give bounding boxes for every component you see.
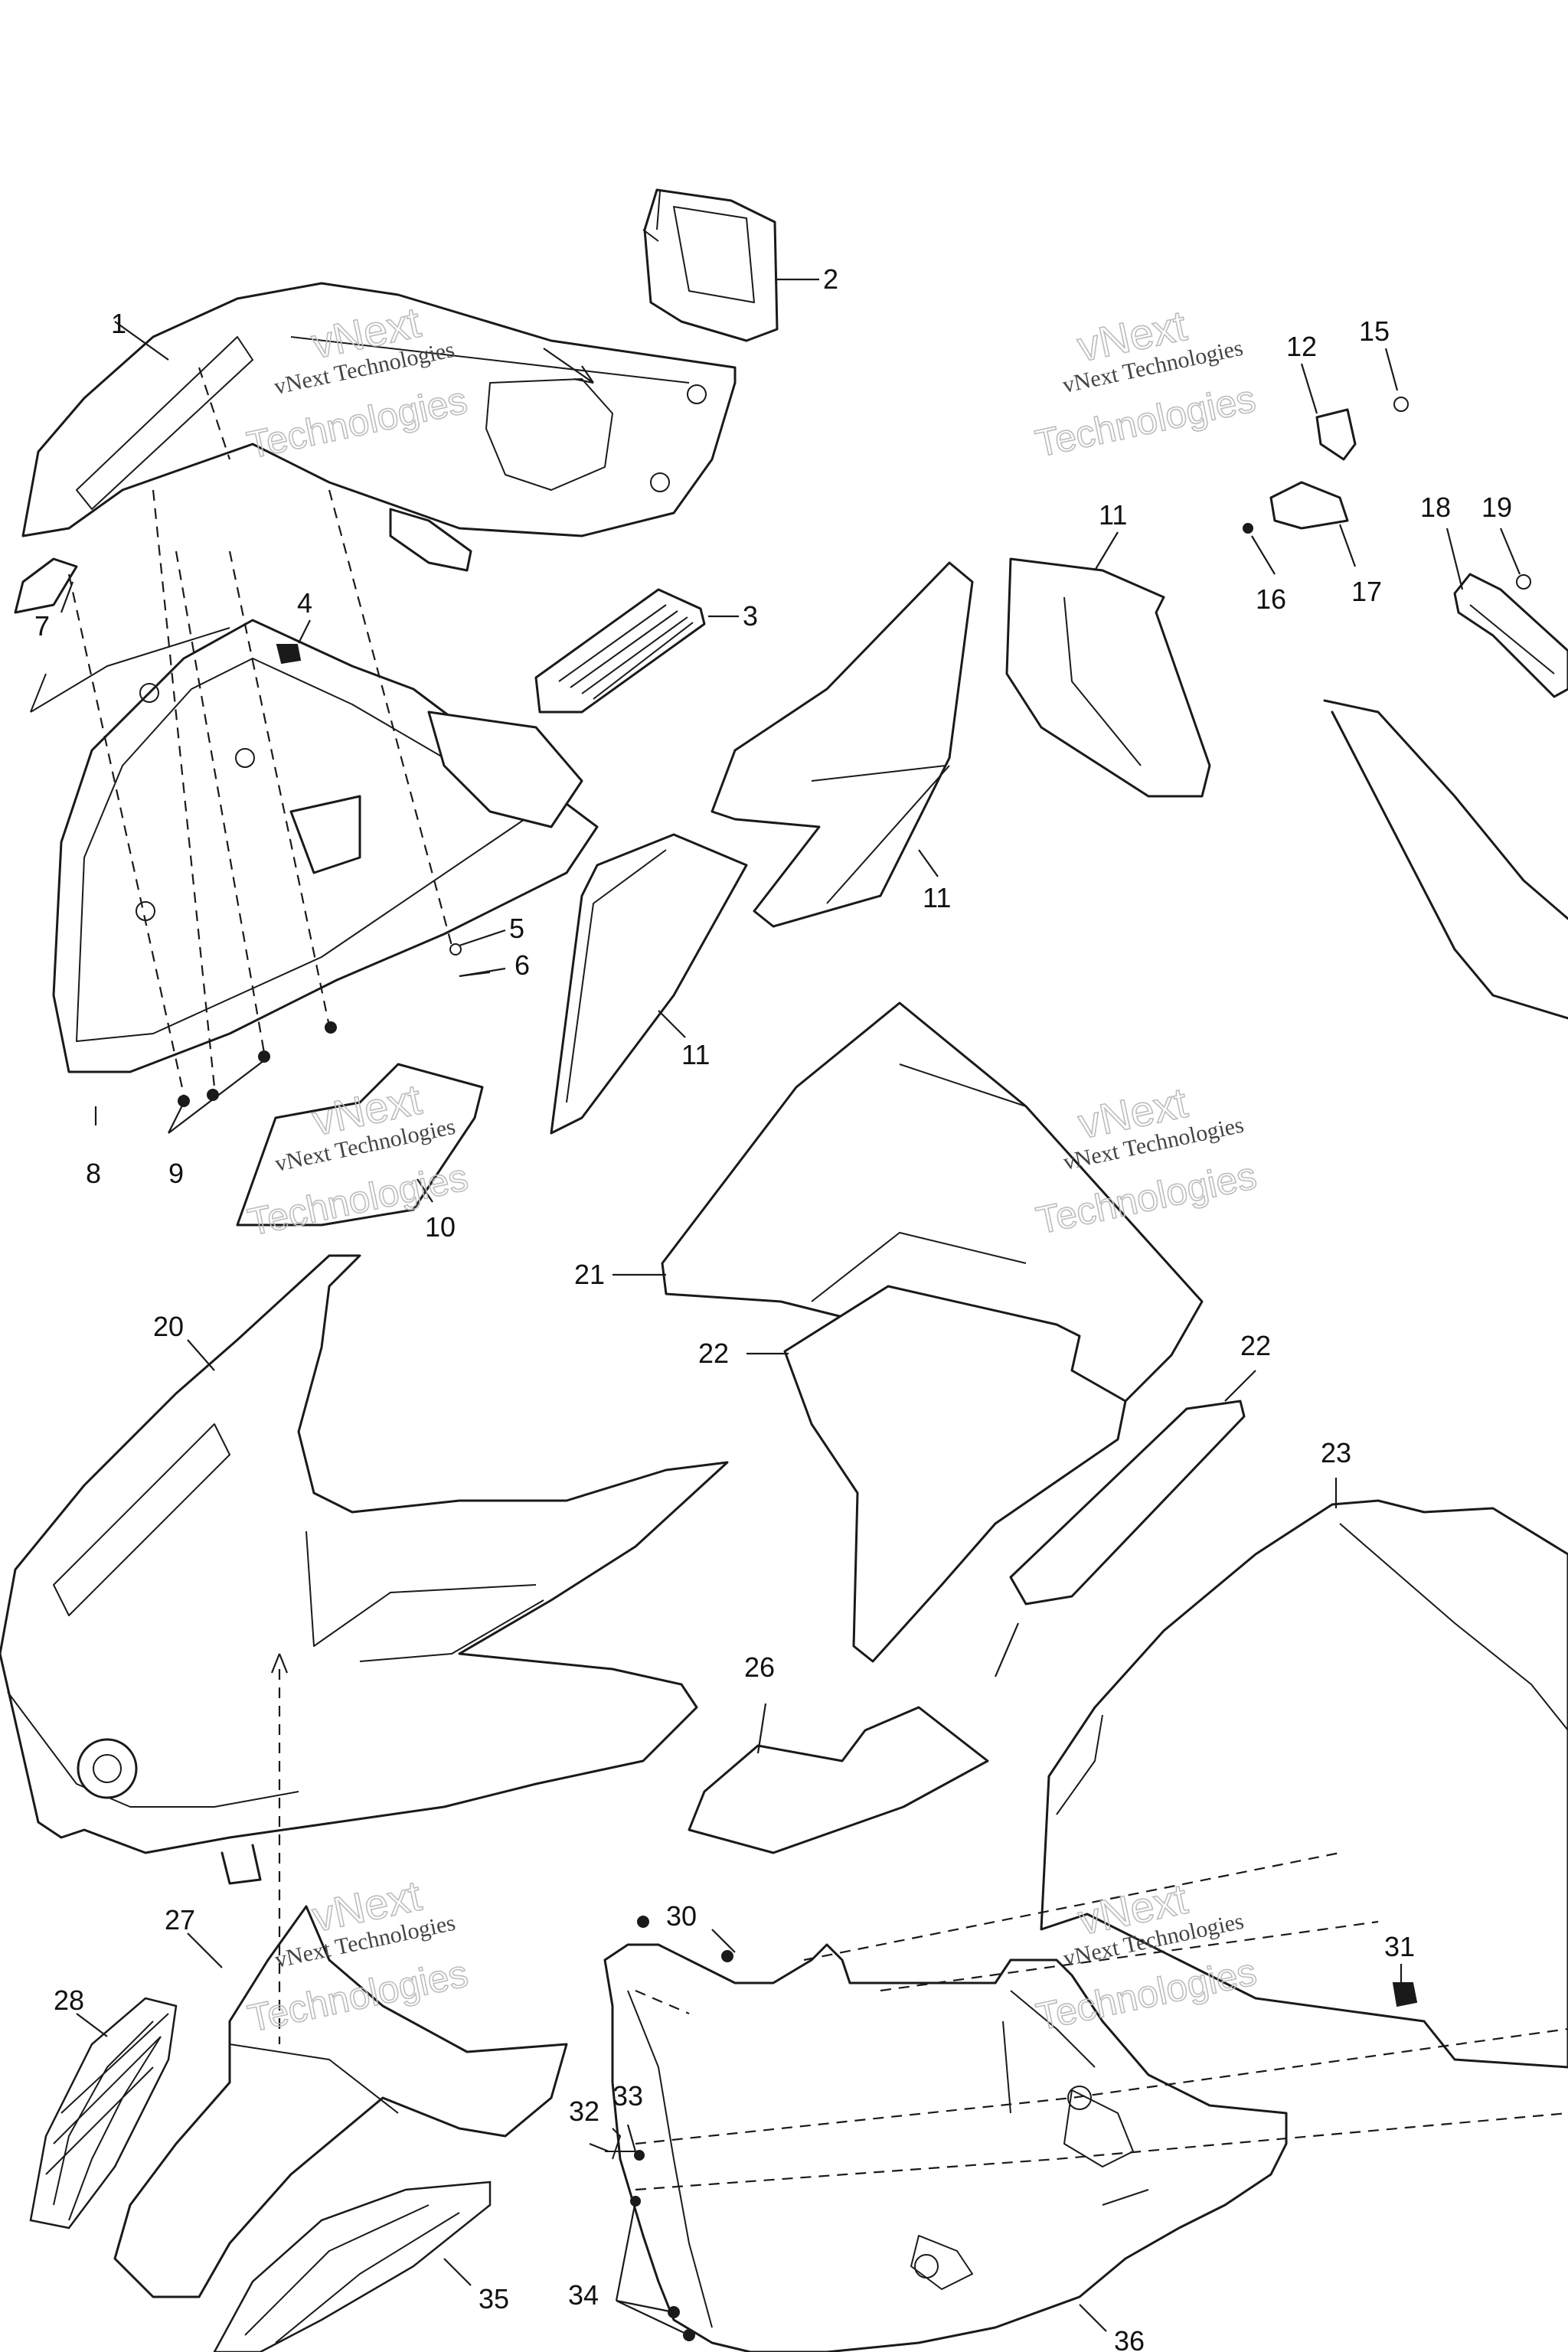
callout-27: 26 xyxy=(744,1651,775,1683)
part-1-nose-cowl xyxy=(0,1254,729,1885)
callout-10: 5 xyxy=(509,913,524,944)
part-18-side-panel xyxy=(1040,1499,1568,2069)
part-edge-panel xyxy=(1323,699,1568,1020)
callout-15: 11 xyxy=(681,1039,710,1070)
callout-labels: 1 2 3 4 5 6 7 8 9 10 11 11 11 12 15 16 1… xyxy=(34,263,1512,2352)
assembly-lines-upper xyxy=(67,348,594,1096)
part-17-trim xyxy=(1009,1400,1246,1606)
part-28-panel xyxy=(783,1285,1127,1663)
part-15-side-panel xyxy=(550,833,748,1135)
callout-9: 6 xyxy=(514,949,530,981)
callout-11a: 7 xyxy=(34,610,50,642)
callout-31: 11 xyxy=(923,882,951,913)
callout-34: 15 xyxy=(1359,315,1390,347)
part-6-upper-hood xyxy=(14,282,737,614)
part-2-nose-insert xyxy=(113,1905,568,2298)
part-4-grille xyxy=(213,2180,492,2352)
parts-32-37 xyxy=(1243,397,1568,698)
part-12-clip xyxy=(276,644,302,665)
callout-28: 22 xyxy=(698,1338,729,1369)
callout-26: 21 xyxy=(574,1259,605,1290)
callout-6: 1 xyxy=(111,308,126,339)
callout-19: 36 xyxy=(1114,2325,1145,2352)
callout-12: 4 xyxy=(297,587,312,619)
watermark-5: vNext vNext Technologies Technologies xyxy=(243,1870,472,2041)
part-31-side-panel xyxy=(710,561,974,928)
callout-5: 2 xyxy=(823,263,838,295)
part-26-panel xyxy=(661,1001,1204,1410)
part-7-lower-frame xyxy=(30,619,599,1073)
callout-17: 22 xyxy=(1240,1330,1271,1361)
callout-16: 11 xyxy=(1099,499,1127,531)
callout-11b: 9 xyxy=(168,1158,184,1189)
leader-lines xyxy=(60,278,1521,2336)
callout-30: 10 xyxy=(425,1211,456,1243)
callout-4: 35 xyxy=(479,2283,509,2314)
part-5-light-housing xyxy=(642,188,779,342)
callout-2: 27 xyxy=(165,1904,195,1936)
callout-35: 16 xyxy=(1256,583,1286,615)
part-27-pad xyxy=(688,1706,989,1854)
assembly-lines-lower xyxy=(270,1653,1568,2191)
part-8-vent-grille xyxy=(534,588,706,714)
callout-3: 28 xyxy=(54,1984,84,2016)
part-16-side-panel xyxy=(1005,557,1211,798)
callout-20: 32 xyxy=(569,2096,599,2127)
callout-7: 8 xyxy=(86,1158,101,1189)
callout-18: 23 xyxy=(1321,1437,1351,1468)
callout-8: 3 xyxy=(743,600,758,632)
callout-37: 19 xyxy=(1481,492,1512,523)
callout-23: 31 xyxy=(1384,1931,1415,1962)
watermark-2: vNext vNext Technologies Technologies xyxy=(1031,300,1260,466)
callout-33: 12 xyxy=(1286,331,1317,362)
callout-22a: 30 xyxy=(666,1900,697,1932)
callout-32: 17 xyxy=(1351,576,1382,607)
part-3-grille xyxy=(29,1997,178,2230)
callout-36: 18 xyxy=(1420,492,1451,523)
callout-1: 20 xyxy=(153,1311,184,1342)
callout-22b: 34 xyxy=(568,2279,599,2311)
callout-21: 33 xyxy=(612,2080,643,2112)
